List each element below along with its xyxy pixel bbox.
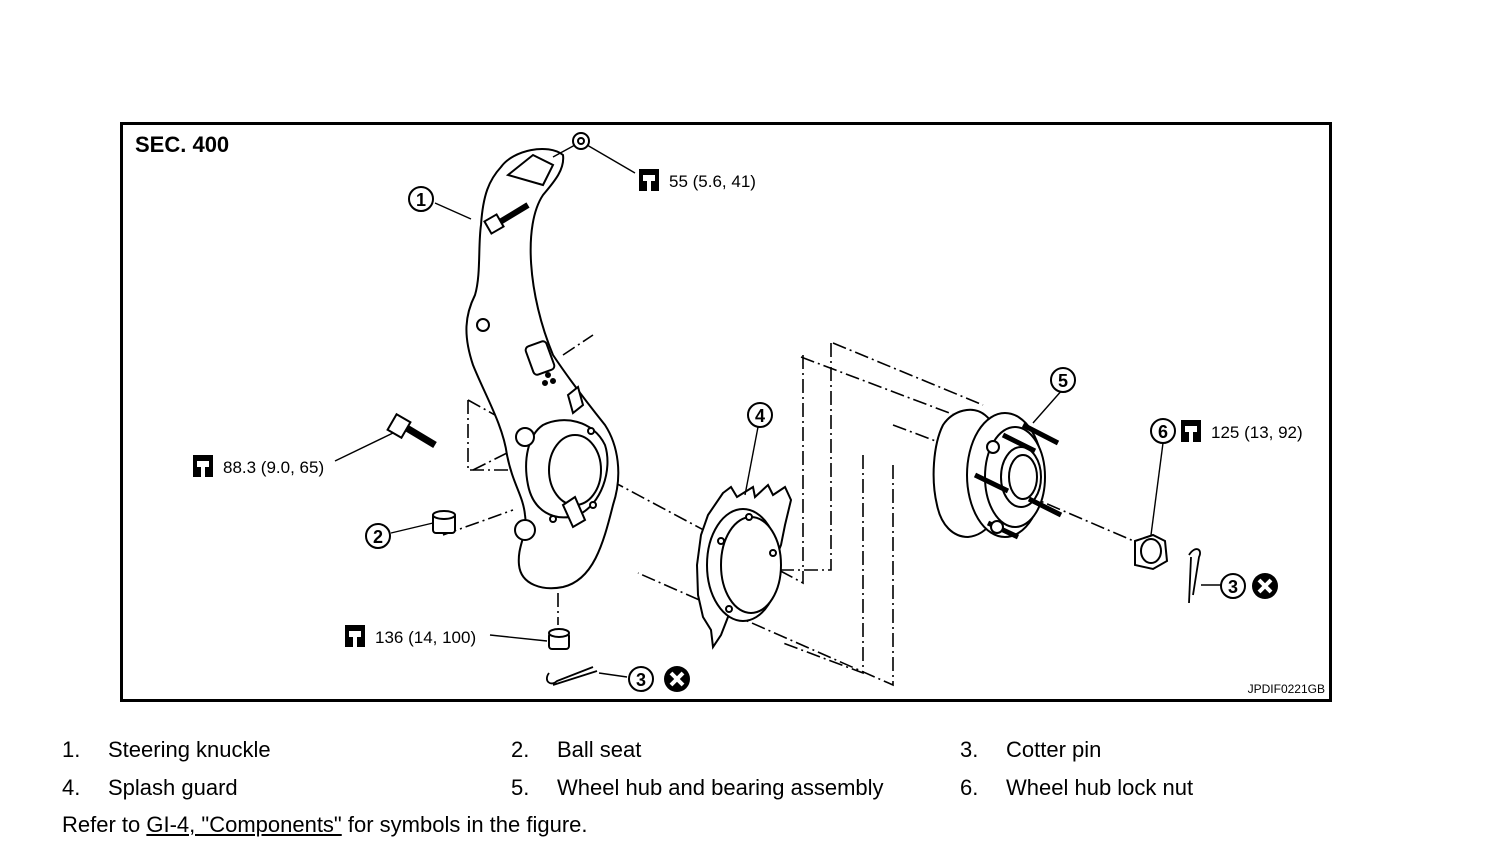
callout-4: 4 — [747, 402, 773, 428]
wheel-hub-drawing — [932, 408, 1063, 540]
section-title: SEC. 400 — [135, 132, 230, 157]
knuckle-bolt-drawing — [386, 412, 437, 449]
cotter-pin-drawing-bottom — [545, 666, 598, 686]
legend-number: 5. — [511, 775, 530, 800]
legend-number: 6. — [960, 775, 979, 800]
do-not-reuse-x-icon — [1250, 571, 1280, 601]
svg-text:6: 6 — [1158, 422, 1168, 442]
legend-label: Ball seat — [557, 737, 642, 762]
exploded-view-drawing: 1 2 3 3 4 5 6 — [193, 132, 1303, 694]
refer-suffix: for symbols in the figure. — [341, 812, 588, 837]
callout-2: 2 — [365, 523, 391, 549]
callout-3-bottom: 3 — [628, 666, 654, 692]
callout-5: 5 — [1050, 367, 1076, 393]
refer-note: Refer to GI-4, "Components" for symbols … — [62, 812, 588, 838]
legend-number: 1. — [62, 737, 81, 762]
callout-3-right: 3 — [1220, 573, 1246, 599]
legend-label: Wheel hub lock nut — [1006, 775, 1194, 800]
callout-1: 1 — [408, 186, 434, 212]
ball-seat-drawing — [432, 510, 456, 534]
components-link[interactable]: GI-4, "Components" — [146, 812, 342, 837]
legend-label: Steering knuckle — [108, 737, 271, 762]
steering-knuckle-drawing — [465, 148, 620, 590]
legend-label: Wheel hub and bearing assembly — [557, 775, 884, 800]
legend-label: Splash guard — [108, 775, 238, 800]
svg-text:4: 4 — [755, 406, 765, 426]
svg-text:1: 1 — [416, 190, 426, 210]
do-not-reuse-x-icon — [662, 664, 692, 694]
leader-lines — [334, 144, 1221, 678]
svg-text:3: 3 — [636, 670, 646, 690]
diagram-frame: SEC. 400 — [120, 122, 1332, 702]
callout-6: 6 — [1150, 418, 1176, 444]
legend-number: 2. — [511, 737, 530, 762]
figure-code: JPDIF0221GB — [1247, 682, 1325, 696]
legend-number: 3. — [960, 737, 979, 762]
legend-number: 4. — [62, 775, 81, 800]
torque-wrench-icon — [1181, 420, 1201, 442]
splash-guard-drawing — [695, 483, 793, 650]
torque-wrench-icon — [193, 455, 213, 477]
svg-text:3: 3 — [1228, 577, 1238, 597]
legend-label: Cotter pin — [1006, 737, 1102, 762]
torque-wrench-icon — [345, 625, 365, 647]
torque-value-bottom: 136 (14, 100) — [375, 628, 476, 647]
lower-nut-drawing — [548, 628, 570, 650]
svg-text:2: 2 — [373, 527, 383, 547]
upper-bolt-drawing — [483, 132, 590, 235]
cotter-pin-drawing-right — [1188, 548, 1201, 604]
refer-prefix: Refer to — [62, 812, 147, 837]
svg-text:5: 5 — [1058, 371, 1068, 391]
torque-value-right: 125 (13, 92) — [1211, 423, 1303, 442]
torque-value-top: 55 (5.6, 41) — [669, 172, 756, 191]
torque-wrench-icon — [639, 169, 659, 191]
lock-nut-drawing — [1134, 533, 1169, 571]
torque-value-left: 88.3 (9.0, 65) — [223, 458, 324, 477]
